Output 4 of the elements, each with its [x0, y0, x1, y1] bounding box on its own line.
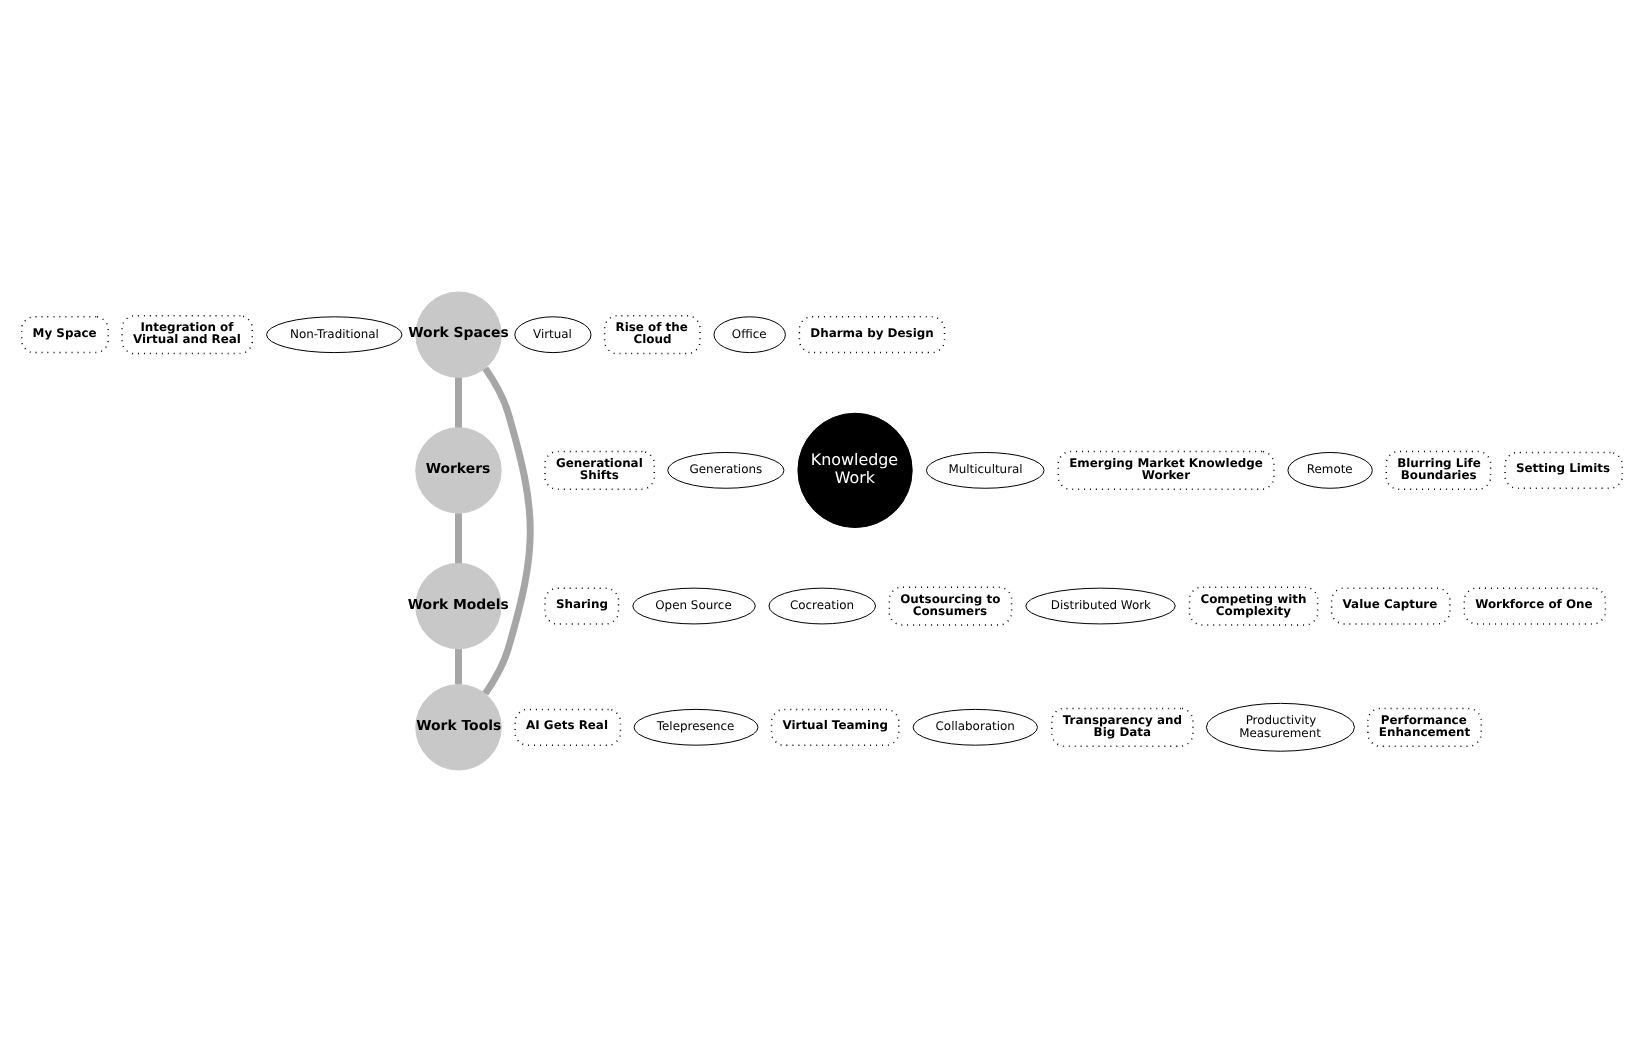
connector [455, 648, 462, 684]
connector [455, 376, 462, 427]
connector [455, 512, 462, 563]
connector [482, 365, 534, 695]
